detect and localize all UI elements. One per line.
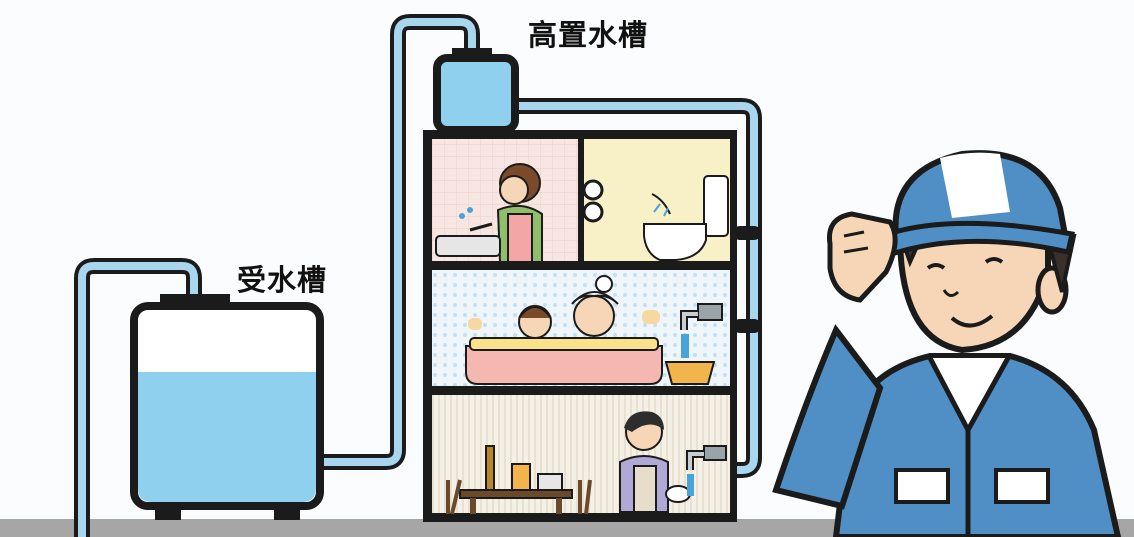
toilet-icon <box>582 175 729 261</box>
washing-man-icon <box>619 411 691 513</box>
dining-table-icon <box>446 445 592 515</box>
elevated-water-tank-icon <box>433 48 519 134</box>
bathtub-icon <box>465 275 663 385</box>
faucet-icon <box>686 445 727 496</box>
receiving-water-tank-icon <box>130 294 324 520</box>
pipes <box>74 14 762 537</box>
cooking-woman-icon <box>435 163 543 263</box>
receiving-tank-label: 受水槽 <box>237 263 328 297</box>
plumber-worker-icon <box>772 150 1122 537</box>
faucet-icon <box>664 303 723 385</box>
elevated-tank-label: 高置水槽 <box>528 18 649 52</box>
